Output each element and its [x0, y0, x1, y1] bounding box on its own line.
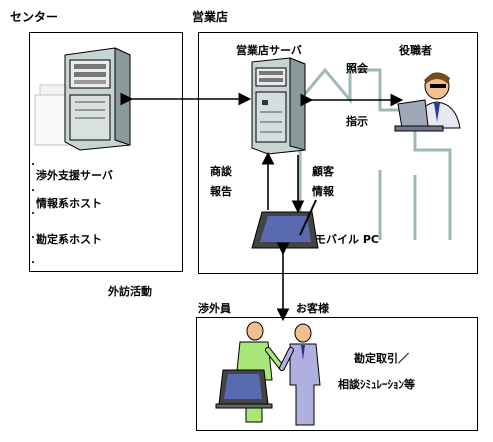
- report-label: 報告: [210, 185, 232, 198]
- field-staff-label: 渉外員: [198, 302, 231, 315]
- center-server-icon: [34, 47, 131, 151]
- center-item-support-server: 渉外支援サーバ: [36, 169, 113, 182]
- service-line-2: 相談ｼﾐｭﾚｰｼｮﾝ等: [338, 378, 415, 391]
- service-line-1: 勘定取引／: [354, 352, 409, 365]
- mobile-pc-icon: [251, 199, 319, 249]
- inquiry-label: 照会: [346, 62, 368, 75]
- customer-data-label: 顧客: [312, 165, 334, 178]
- branch-title: 営業店: [192, 10, 229, 24]
- info-label: 情報: [312, 185, 334, 198]
- mobile-pc-label: モバイル PC: [315, 233, 379, 246]
- instruction-label: 指示: [346, 115, 368, 128]
- center-bullets: [32, 163, 34, 263]
- executive-person-icon: [394, 72, 461, 132]
- field-customer-label: お客様: [296, 302, 329, 315]
- center-item-account-host: 勘定系ホスト: [36, 233, 102, 246]
- center-title: センター: [10, 10, 59, 24]
- branch-server-icon: [251, 57, 306, 155]
- branch-box: [198, 32, 478, 274]
- executive-label: 役職者: [399, 44, 432, 57]
- customer-person-icon: [279, 323, 321, 426]
- business-label: 商談: [210, 165, 232, 178]
- field-activity-label: 外訪活動: [108, 285, 152, 298]
- field-pc-icon: [215, 369, 273, 409]
- branch-server-label: 営業店サーバ: [236, 44, 302, 57]
- building-background: [298, 67, 452, 240]
- center-item-info-host: 情報系ホスト: [36, 197, 102, 210]
